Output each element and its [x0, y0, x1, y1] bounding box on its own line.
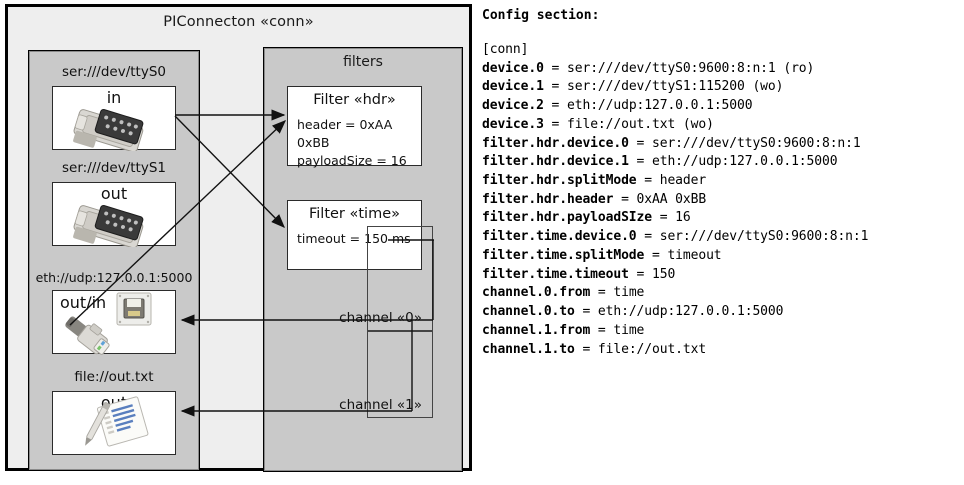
- config-line: channel.1.to = file://out.txt: [482, 341, 707, 357]
- config-line: device.2 = eth://udp:127.0.0.1:5000: [482, 98, 753, 114]
- config-line: channel.0.to = eth://udp:127.0.0.1:5000: [482, 304, 784, 320]
- config-line: device.3 = file://out.txt (wo): [482, 116, 714, 132]
- config-line: channel.1.from = time: [482, 322, 645, 338]
- devices-panel: ser:///dev/ttyS0 in: [28, 50, 200, 471]
- device-io-ttys0: in: [106, 88, 122, 107]
- ethernet-plug-icon: [65, 292, 152, 355]
- filters-panel-title: filters: [343, 54, 383, 70]
- config-heading: Config section:: [482, 8, 600, 23]
- component-title: PIConnecton «conn»: [163, 14, 314, 30]
- channel-1-box[interactable]: channel «1»: [339, 331, 433, 418]
- text-file-icon: [85, 396, 149, 447]
- device-label-eth: eth://udp:127.0.0.1:5000: [35, 270, 193, 285]
- device-label-ttys1: ser:///dev/ttyS1: [62, 160, 166, 176]
- device-label-file: file://out.txt: [74, 369, 154, 385]
- device-box-ttys0[interactable]: in: [52, 86, 176, 151]
- device-box-eth[interactable]: out/in: [52, 290, 176, 355]
- channel-0-label: channel «0»: [339, 310, 422, 326]
- config-lines: [conn] device.0 = ser:///dev/ttyS0:9600:8…: [482, 41, 960, 359]
- config-line: filter.hdr.header = 0xAA 0xBB: [482, 191, 707, 207]
- config-line: filter.hdr.splitMode = header: [482, 173, 707, 189]
- channel-1-label: channel «1»: [339, 397, 422, 413]
- config-line: filter.time.timeout = 150: [482, 266, 676, 282]
- filter-time-prop-timeout: timeout = 150 ms: [297, 231, 411, 246]
- config-line: filter.time.device.0 = ser:///dev/ttyS0:…: [482, 229, 869, 245]
- filter-time-props: timeout = 150 ms: [297, 230, 411, 248]
- config-line: filter.time.splitMode = timeout: [482, 247, 722, 263]
- component-frame: PIConnecton «conn» ser:///dev/ttyS0 in: [5, 4, 472, 472]
- filter-time-title: Filter «time»: [308, 206, 401, 222]
- filter-hdr-title: Filter «hdr»: [313, 92, 396, 108]
- config-line: device.0 = ser:///dev/ttyS0:9600:8:n:1 (…: [482, 60, 815, 76]
- filter-box-hdr[interactable]: Filter «hdr» header = 0xAA 0xBB payloadS…: [287, 86, 422, 169]
- filters-panel: filters Filter «hdr» header = 0xAA 0xBB …: [263, 47, 463, 472]
- config-line: filter.hdr.device.0 = ser:///dev/ttyS0:9…: [482, 135, 861, 151]
- device-box-ttys1[interactable]: out: [52, 182, 176, 247]
- config-section: Config section: [conn] device.0 = ser:///…: [482, 8, 960, 359]
- config-line: [conn]: [482, 42, 529, 57]
- channel-0-box[interactable]: channel «0»: [339, 226, 433, 331]
- config-line: filter.hdr.device.1 = eth://udp:127.0.0.…: [482, 154, 838, 170]
- filter-hdr-props: header = 0xAA 0xBB payloadSize = 16: [297, 116, 421, 169]
- filter-box-time[interactable]: Filter «time» timeout = 150 ms: [287, 200, 422, 270]
- filter-hdr-prop-header: header = 0xAA 0xBB: [297, 117, 393, 150]
- serial-port-icon: [73, 205, 144, 247]
- serial-port-icon: [73, 109, 144, 151]
- filter-hdr-prop-payloadsize: payloadSize = 16: [297, 152, 407, 168]
- config-line: channel.0.from = time: [482, 285, 645, 301]
- device-box-file[interactable]: out: [52, 391, 176, 455]
- config-line: device.1 = ser:///dev/ttyS1:115200 (wo): [482, 79, 784, 95]
- device-label-ttys0: ser:///dev/ttyS0: [62, 64, 166, 80]
- config-line: filter.hdr.payloadSIze = 16: [482, 210, 691, 226]
